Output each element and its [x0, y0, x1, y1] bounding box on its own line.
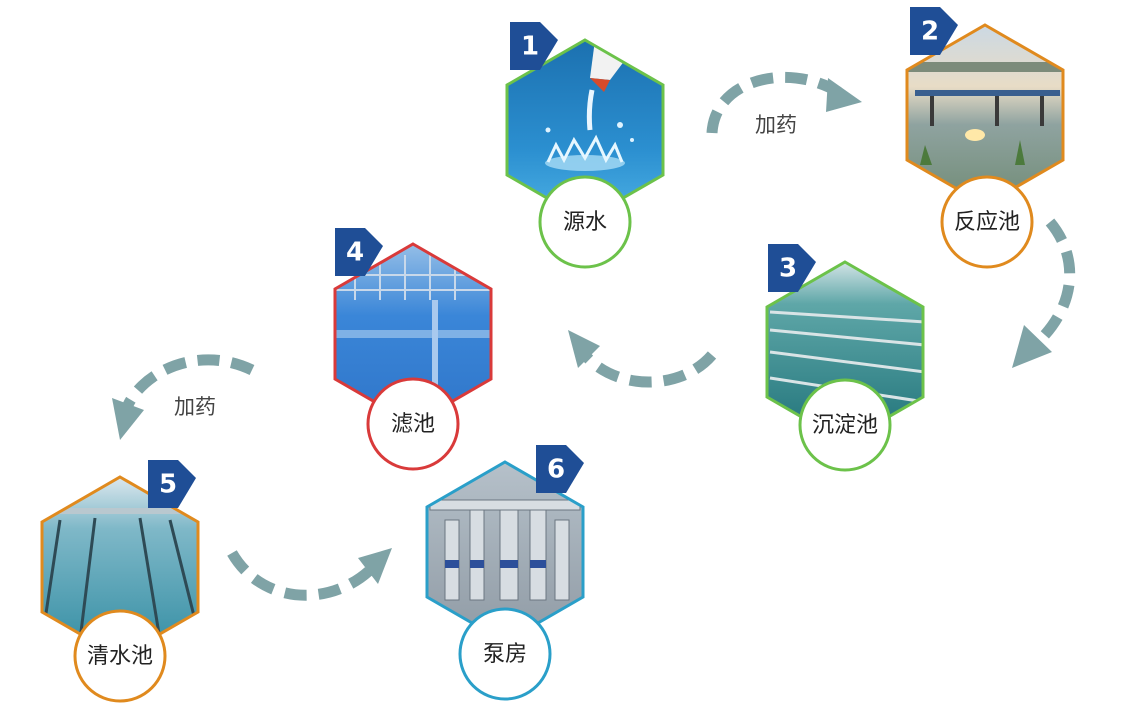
step-2-node: 2 反应池	[905, 7, 1065, 269]
edge-4-5: 加药	[112, 354, 255, 440]
label-circle-5	[73, 609, 167, 703]
badge-1: 1	[510, 22, 558, 70]
step-2-label: 反应池	[954, 210, 1020, 235]
badge-6: 6	[536, 445, 584, 493]
badge-number-3: 3	[779, 254, 797, 284]
badge-2: 2	[910, 7, 958, 55]
badge-number-2: 2	[921, 17, 939, 47]
edge-1-2: 加药	[706, 71, 862, 137]
step-5-label: 清水池	[87, 644, 153, 669]
badge-number-5: 5	[159, 470, 177, 500]
edge-label-1-2: 加药	[755, 113, 797, 137]
edge-label-4-5: 加药	[174, 395, 216, 419]
step-4-label: 滤池	[391, 412, 435, 437]
edge-2-3	[1012, 218, 1076, 368]
badge-5: 5	[148, 460, 196, 508]
step-5-node: 5 清水池	[40, 460, 200, 703]
badge-number-6: 6	[547, 455, 565, 485]
step-4-node: 4 滤池	[333, 228, 493, 471]
label-circle-1	[538, 175, 632, 269]
edge-5-6	[227, 548, 392, 601]
edge-3-4	[568, 330, 717, 388]
step-3-node: 3 沉淀池	[765, 244, 925, 472]
badge-4: 4	[335, 228, 383, 276]
label-circle-2	[940, 175, 1034, 269]
label-circle-4	[366, 377, 460, 471]
step-6-node: 6 泵房	[425, 445, 585, 701]
badge-3: 3	[768, 244, 816, 292]
label-circle-6	[458, 607, 552, 701]
step-1-label: 源水	[563, 210, 607, 235]
step-3-label: 沉淀池	[812, 413, 878, 438]
step-1-node: 1 源水	[505, 22, 665, 269]
badge-number-4: 4	[346, 238, 364, 268]
badge-number-1: 1	[521, 32, 539, 62]
step-6-label: 泵房	[483, 642, 527, 667]
label-circle-3	[798, 378, 892, 472]
